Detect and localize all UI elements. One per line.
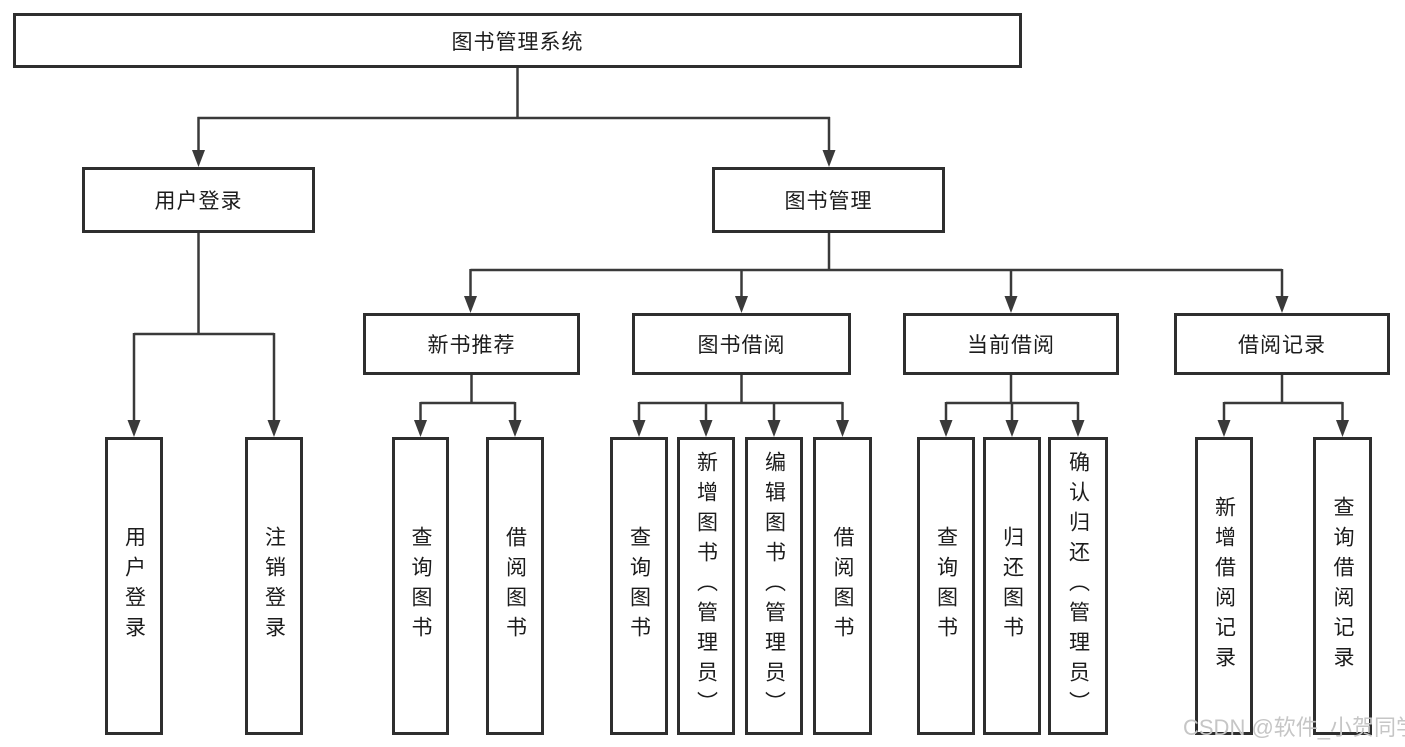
leaf-label: 确认归还（管理员） [1066,451,1090,721]
node-book-management: 图书管理 [712,167,945,233]
leaf-label: 查询图书 [409,526,432,646]
connector-book-management-to-level3 [464,233,1289,313]
leaf-label: 归还图书 [1000,526,1024,646]
leaf-add-borrowing-record: 新增借阅记录 [1195,437,1253,735]
leaf-logout: 注销登录 [245,437,303,735]
leaf-confirm-return-admin: 确认归还（管理员） [1048,437,1108,735]
leaf-add-books-admin: 新增图书（管理员） [677,437,735,735]
leaf-label: 新增图书（管理员） [694,451,718,721]
node-book-borrowing: 图书借阅 [632,313,851,375]
leaf-search-books-current: 查询图书 [917,437,975,735]
leaf-label: 查询借阅记录 [1331,496,1354,676]
leaf-edit-books-admin: 编辑图书（管理员） [745,437,803,735]
leaf-label: 新增借阅记录 [1212,496,1236,676]
connector-new-book-recommendation-to-leaves [414,375,522,437]
node-new-book-recommendation: 新书推荐 [363,313,580,375]
leaf-search-books-borrowing: 查询图书 [610,437,668,735]
connector-current-borrowing-to-leaves [939,375,1085,437]
connector-book-borrowing-to-leaves [632,375,849,437]
leaf-search-books-recommendation: 查询图书 [392,437,449,735]
node-user-login: 用户登录 [82,167,315,233]
leaf-borrow-books-borrowing: 借阅图书 [813,437,872,735]
leaf-label: 用户登录 [122,526,146,646]
leaf-search-borrowing-record: 查询借阅记录 [1313,437,1372,735]
connector-root-to-level2 [192,68,836,167]
leaf-label: 借阅图书 [503,526,527,646]
connector-borrowing-records-to-leaves [1217,375,1349,437]
leaf-return-books: 归还图书 [983,437,1041,735]
csdn-watermark: CSDN @软件_小贺同学 [1183,715,1405,740]
leaf-label: 编辑图书（管理员） [762,451,786,721]
node-library-management-system: 图书管理系统 [13,13,1022,68]
leaf-label: 查询图书 [934,526,958,646]
leaf-user-login: 用户登录 [105,437,163,735]
leaf-label: 查询图书 [627,526,651,646]
node-current-borrowing: 当前借阅 [903,313,1119,375]
connector-user-login-to-leaves [127,233,281,437]
leaf-label: 注销登录 [262,526,286,646]
leaf-label: 借阅图书 [831,526,854,646]
leaf-borrow-books-recommendation: 借阅图书 [486,437,544,735]
node-borrowing-records: 借阅记录 [1174,313,1390,375]
